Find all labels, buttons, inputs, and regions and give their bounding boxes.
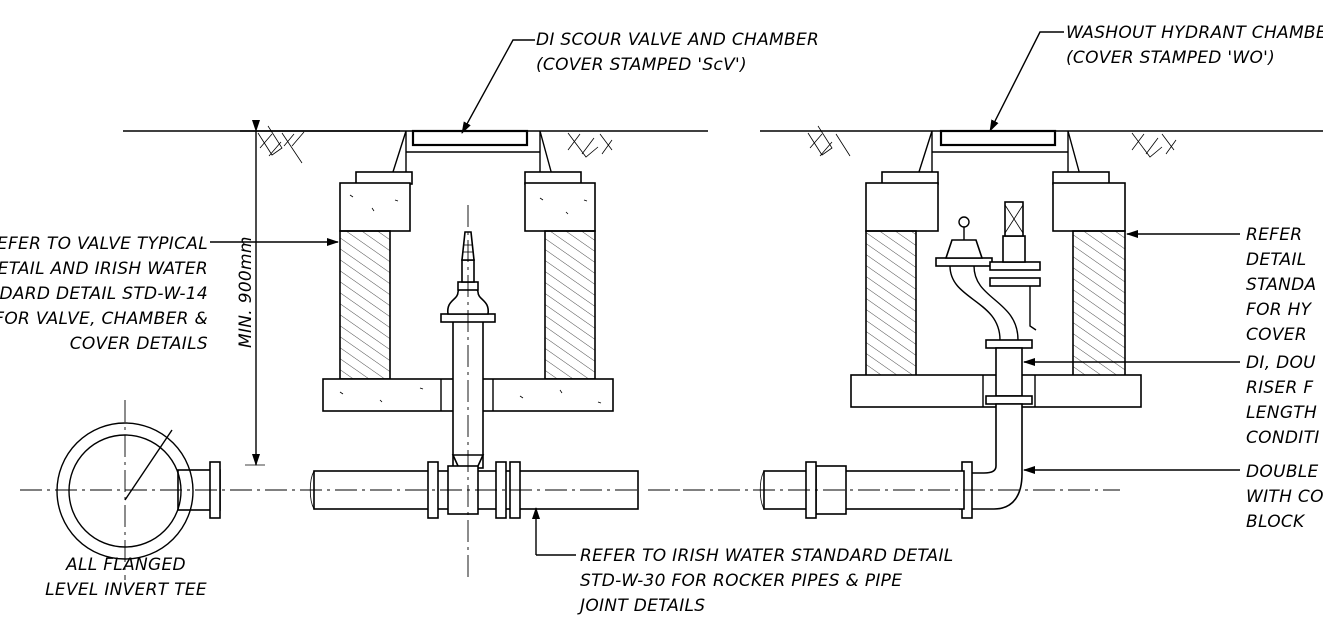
label-valve-ref-5: COVER DETAILS [70,334,208,354]
label-scour-valve-2: (COVER STAMPED 'ScV') [536,55,747,75]
washout-hydrant [648,201,1120,519]
label-min-depth: MIN. 900mm [236,236,256,348]
label-right-ref-5: COVER [1246,325,1307,345]
label-right-ref-1: REFER [1246,225,1302,245]
label-scour-valve-1: DI SCOUR VALVE AND CHAMBER [536,30,819,50]
label-riser-1: DI, DOU [1246,353,1316,373]
min-depth-dimension [240,120,400,466]
label-right-ref-4: FOR HY [1246,300,1313,320]
washout-hydrant-chamber [850,129,1142,408]
leader-lines [124,31,1240,556]
soil-hatch [257,125,1177,164]
label-riser-2: RISER F [1246,378,1313,398]
label-washout-2: (COVER STAMPED 'WO') [1066,48,1275,68]
label-riser-4: CONDITI [1246,428,1320,448]
tee-end-view [56,400,194,580]
label-bend-2: WITH CO [1246,487,1323,507]
label-valve-ref-3: DARD DETAIL STD-W-14 [0,284,208,304]
label-tee-2: LEVEL INVERT TEE [45,580,207,600]
label-rocker-3: JOINT DETAILS [577,596,705,616]
label-right-ref-2: DETAIL [1246,250,1307,270]
label-bend-3: BLOCK [1246,512,1306,532]
label-riser-3: LENGTH [1246,403,1317,423]
label-rocker-1: REFER TO IRISH WATER STANDARD DETAIL [580,546,954,566]
label-tee-1: ALL FLANGED [65,555,186,575]
annotation-labels: DI SCOUR VALVE AND CHAMBER (COVER STAMPE… [0,23,1323,616]
label-right-ref-3: STANDA [1246,275,1316,295]
label-bend-1: DOUBLE [1246,462,1319,482]
left-pipeline [20,205,640,582]
label-washout-1: WASHOUT HYDRANT CHAMBER [1066,23,1323,43]
label-valve-ref-1: REFER TO VALVE TYPICAL [0,234,208,254]
label-valve-ref-4: FOR VALVE, CHAMBER & [0,309,208,329]
label-rocker-2: STD-W-30 FOR ROCKER PIPES & PIPE [580,571,902,591]
label-valve-ref-2: DETAIL AND IRISH WATER [0,259,208,279]
